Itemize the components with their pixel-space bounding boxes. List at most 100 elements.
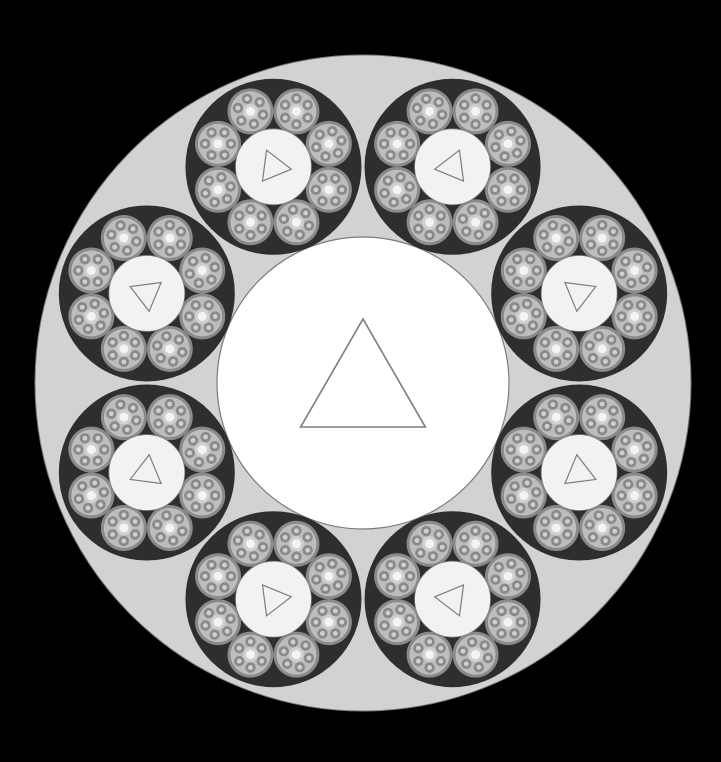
- petal-dot: [388, 153, 393, 158]
- petal-dot: [427, 207, 432, 212]
- petal-dot: [307, 656, 312, 661]
- petal-dot: [80, 484, 85, 489]
- micro-disk: [393, 572, 402, 581]
- petal-dot: [534, 268, 539, 273]
- petal-dot: [515, 257, 520, 262]
- petal-dot: [418, 551, 423, 556]
- micro-disk: [471, 539, 480, 548]
- petal-dot: [245, 96, 250, 101]
- small-circle: [501, 247, 547, 293]
- small-circle: [195, 121, 241, 167]
- petal-dot: [518, 138, 523, 143]
- petal-dot: [82, 279, 87, 284]
- micro-disk: [598, 344, 607, 353]
- satellite-inner-disk: [109, 435, 185, 511]
- petal-dot: [493, 620, 498, 625]
- petal-dot: [588, 242, 593, 247]
- micro-disk: [198, 445, 207, 454]
- petal-dot: [639, 303, 644, 308]
- petal-dot: [82, 436, 87, 441]
- petal-dot: [626, 504, 631, 509]
- micro-disk: [425, 539, 434, 548]
- petal-dot: [177, 337, 182, 342]
- micro-disk: [519, 266, 528, 275]
- small-circle: [374, 167, 420, 213]
- petal-dot: [86, 327, 91, 332]
- small-circle: [453, 632, 499, 678]
- petal-dot: [219, 607, 224, 612]
- petal-dot: [545, 245, 550, 250]
- petal-dot: [404, 629, 409, 634]
- petal-dot: [177, 516, 182, 521]
- micro-disk: [552, 344, 561, 353]
- micro-disk: [324, 139, 333, 148]
- petal-dot: [528, 257, 533, 262]
- satellite-inner-disk: [415, 561, 491, 637]
- petal-dot: [228, 184, 233, 189]
- petal-dot: [80, 305, 85, 310]
- micro-disk: [165, 234, 174, 243]
- petal-dot: [156, 408, 161, 413]
- micro-disk: [324, 618, 333, 627]
- small-circle: [407, 88, 453, 134]
- petal-dot: [401, 563, 406, 568]
- micro-disk: [630, 491, 639, 500]
- petal-dot: [179, 408, 184, 413]
- small-circle: [147, 394, 193, 440]
- petal-dot: [155, 343, 160, 348]
- petal-dot: [427, 665, 432, 670]
- petal-dot: [623, 259, 628, 264]
- petal-dot: [541, 232, 546, 237]
- small-circle: [407, 199, 453, 245]
- petal-dot: [461, 649, 466, 654]
- micro-disk: [503, 139, 512, 148]
- petal-dot: [482, 211, 487, 216]
- small-circle: [147, 215, 193, 261]
- petal-dot: [645, 444, 650, 449]
- satellite-inner-disk: [541, 435, 617, 511]
- micro-disk: [519, 491, 528, 500]
- petal-dot: [620, 451, 625, 456]
- petal-dot: [95, 279, 100, 284]
- petal-dot: [167, 402, 172, 407]
- small-circle: [68, 247, 114, 293]
- petal-dot: [156, 421, 161, 426]
- petal-dot: [462, 548, 467, 553]
- micro-disk: [165, 344, 174, 353]
- petal-dot: [219, 175, 224, 180]
- small-circle: [179, 293, 225, 339]
- petal-dot: [196, 281, 201, 286]
- petal-dot: [206, 303, 211, 308]
- small-circle: [179, 247, 225, 293]
- petal-dot: [248, 207, 253, 212]
- petal-dot: [248, 233, 253, 238]
- micro-disk: [503, 185, 512, 194]
- petal-dot: [209, 456, 214, 461]
- petal-dot: [102, 447, 107, 452]
- petal-dot: [543, 519, 548, 524]
- petal-dot: [76, 268, 81, 273]
- petal-dot: [294, 96, 299, 101]
- petal-dot: [209, 563, 214, 568]
- satellite-inner-disk: [541, 255, 617, 331]
- petal-dot: [212, 632, 217, 637]
- small-circle: [68, 427, 114, 473]
- petal-dot: [436, 100, 441, 105]
- petal-dot: [626, 303, 631, 308]
- small-circle: [485, 167, 531, 213]
- petal-dot: [317, 565, 322, 570]
- petal-dot: [259, 659, 264, 664]
- micro-disk: [165, 413, 174, 422]
- petal-dot: [509, 496, 514, 501]
- petal-dot: [407, 184, 412, 189]
- petal-dot: [291, 207, 296, 212]
- petal-dot: [187, 271, 192, 276]
- petal-dot: [206, 178, 211, 183]
- small-circle: [195, 599, 241, 645]
- small-circle: [579, 394, 625, 440]
- micro-disk: [503, 618, 512, 627]
- small-circle: [501, 293, 547, 339]
- petal-dot: [565, 353, 570, 358]
- petal-dot: [228, 616, 233, 621]
- small-circle: [579, 505, 625, 551]
